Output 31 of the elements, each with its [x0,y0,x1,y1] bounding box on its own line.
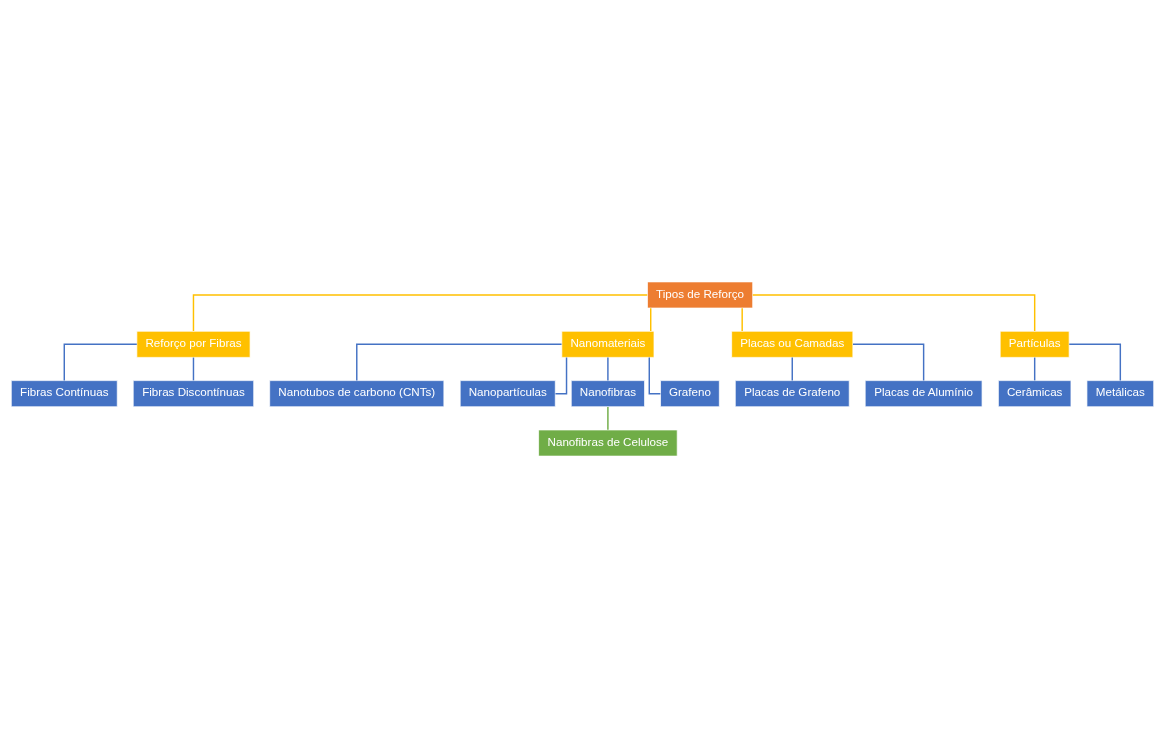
connector [356,343,563,382]
node-box: Placas ou Camadas [731,330,854,358]
node-box: Fibras Contínuas [10,380,118,408]
connector [791,356,793,382]
node-box: Nanomateriais [561,330,655,358]
connector [650,307,652,332]
connector [1068,343,1122,382]
node-box: Placas de Grafeno [734,380,850,408]
node-box: Nanofibras [570,380,645,408]
node-box: Partículas [999,330,1070,358]
node-box: Placas de Alumínio [864,380,983,408]
connector [607,356,609,382]
node-box: Nanopartículas [459,380,556,408]
connector [607,406,609,431]
connector [192,356,195,382]
node-box: Reforço por Fibras [136,330,251,358]
node-box: Grafeno [660,380,720,408]
connector [741,307,743,332]
connector [1033,356,1036,382]
node-box: Nanotubos de carbono (CNTs) [269,380,445,408]
node-box: Fibras Discontínuas [132,380,255,408]
node-box: Tipos de Reforço [647,281,754,309]
connector [752,294,1036,332]
node-box: Nanofibras de Celulose [538,429,678,457]
node-box: Cerâmicas [998,380,1072,408]
connector [63,343,138,382]
node-box: Metálicas [1086,380,1155,408]
connector [192,294,649,332]
connector [648,356,662,395]
connector [554,356,568,395]
connector [852,343,925,382]
